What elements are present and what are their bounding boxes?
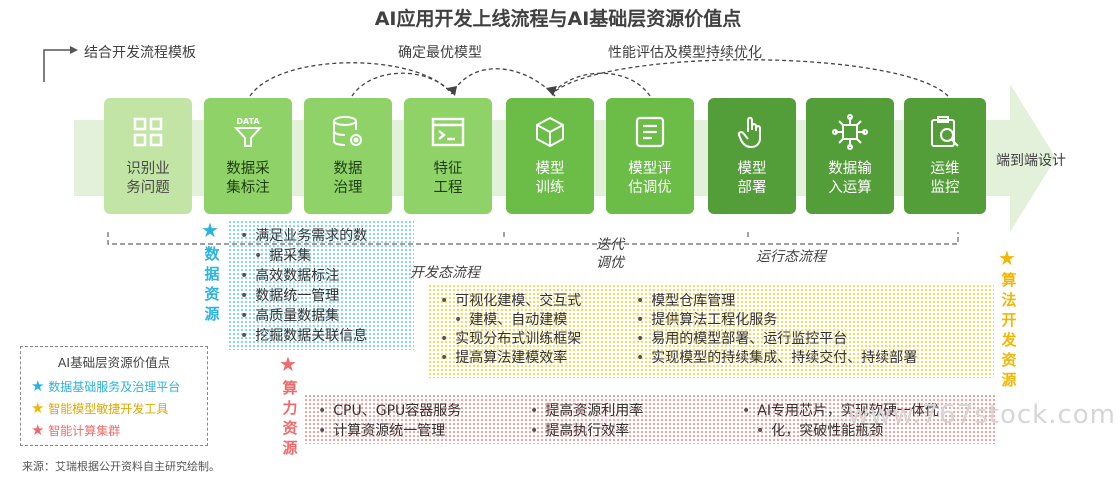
step-label: 特征 工程 — [433, 161, 463, 196]
end-arrow — [990, 84, 1056, 232]
list-item: 建模、自动建模 — [440, 311, 581, 330]
legend: AI基础层资源价值点 ★ 数据基础服务及治理平台 ★ 智能模型敏捷开发工具 ★ … — [20, 346, 208, 446]
hand-pointer-icon — [732, 112, 772, 152]
list-item: 实现分布式训练框架 — [440, 330, 581, 349]
svg-text:DATA: DATA — [236, 117, 260, 126]
list-item: 提高资源利用率 — [530, 401, 643, 421]
legend-item-data: ★ 数据基础服务及治理平台 — [31, 377, 180, 395]
list-item: 提高算法建模效率 — [440, 349, 581, 368]
template-label: 结合开发流程模板 — [84, 45, 196, 61]
step-label: 模型 训练 — [535, 161, 565, 196]
step-model-deploy: 模型 部署 — [708, 98, 796, 214]
step-label: 模型评 估调优 — [628, 161, 672, 196]
list-item: 提供算法工程化服务 — [636, 311, 917, 330]
iterate-phase-label: 迭代 调优 — [596, 237, 624, 271]
perf-label: 性能评估及模型持续优化 — [608, 45, 762, 61]
perf-arrowhead — [546, 86, 557, 96]
list-item: 高质量数据集 — [240, 306, 367, 326]
step-data-collection: DATA 数据采 集标注 — [204, 98, 292, 214]
grid-icon — [128, 112, 168, 152]
step-model-training: 模型 训练 — [506, 98, 594, 214]
best-model-arc-2 — [351, 72, 453, 97]
terminal-window-icon — [428, 112, 468, 152]
cube-icon — [530, 112, 570, 152]
perf-arc-2 — [551, 72, 651, 97]
list-item: 挖掘数据关联信息 — [240, 326, 367, 346]
data-resources-label: 数 据 资 源 — [204, 245, 220, 323]
watermark: www.767stock.com — [847, 400, 1116, 430]
dev-phase-label: 开发态流程 — [410, 265, 480, 281]
legend-title: AI基础层资源价值点 — [57, 355, 171, 370]
database-gear-icon — [328, 112, 368, 152]
star-yellow-icon: ★ — [31, 399, 45, 417]
list-item: 高效数据标注 — [240, 266, 367, 286]
phase-bracket-main — [107, 232, 959, 245]
step-ops-monitor: 运维 监控 — [904, 98, 986, 214]
list-item: 易用的模型部署、运行监控平台 — [636, 330, 917, 349]
list-item: 数据统一管理 — [240, 286, 367, 306]
top-connectors — [43, 46, 949, 97]
list-item: 提高执行效率 — [530, 421, 643, 441]
legend-item-label: 数据基础服务及治理平台 — [48, 380, 181, 394]
list-item-continued: 化，突破性能瓶颈 — [771, 423, 884, 439]
algo-resources-left-list: 可视化建模、交互式 建模、自动建模 实现分布式训练框架 提高算法建模效率 — [440, 292, 581, 368]
star-red-icon: ★ — [31, 421, 45, 439]
template-arrow-head — [70, 46, 78, 54]
list-item-continued: 建模、自动建模 — [469, 312, 568, 328]
list-item: CPU、GPU容器服务 — [318, 401, 461, 421]
step-identify-problem: 识别业 务问题 — [104, 98, 192, 214]
step-label: 数据 治理 — [333, 161, 363, 196]
best-model-arc-3 — [451, 68, 556, 97]
legend-item-label: 智能计算集群 — [48, 424, 121, 438]
list-item: 实现模型的持续集成、持续交付、持续部署 — [636, 349, 917, 368]
star-yellow-icon: ★ — [998, 246, 1016, 270]
step-data-input: 数据输 入运算 — [806, 98, 894, 214]
step-data-governance: 数据 治理 — [304, 98, 392, 214]
algo-resources-right-list: 模型仓库管理 提供算法工程化服务 易用的模型部署、运行监控平台 实现模型的持续集… — [636, 292, 917, 368]
clipboard-search-icon — [925, 112, 965, 152]
compute-col3-list: AI专用芯片，实现软硬一体优 化，突破性能瓶颈 — [742, 401, 939, 441]
legend-item-algo: ★ 智能模型敏捷开发工具 — [31, 399, 168, 417]
list-item: 据采集 — [240, 246, 367, 266]
page-title: AI应用开发上线流程与AI基础层资源价值点 — [374, 8, 742, 30]
list-item: AI专用芯片，实现软硬一体优 — [742, 401, 939, 421]
star-blue-icon: ★ — [201, 218, 219, 242]
step-label: 识别业 务问题 — [126, 161, 170, 196]
best-model-label: 确定最优模型 — [398, 45, 482, 61]
phase-brackets — [107, 232, 959, 245]
compute-col2-list: 提高资源利用率 提高执行效率 — [530, 401, 643, 441]
list-item: 满足业务需求的数 — [240, 226, 367, 246]
legend-item-label: 智能模型敏捷开发工具 — [48, 402, 169, 416]
compute-col1-list: CPU、GPU容器服务 计算资源统一管理 — [318, 401, 461, 441]
list-item: 可视化建模、交互式 — [440, 292, 581, 311]
star-blue-icon: ★ — [31, 377, 45, 395]
data-funnel-icon: DATA — [228, 112, 268, 152]
list-item: 模型仓库管理 — [636, 292, 917, 311]
source-note: 来源：艾瑞根据公开资料自主研究绘制。 — [22, 460, 220, 473]
best-model-arc-1 — [249, 62, 453, 97]
perf-arc-1 — [551, 59, 949, 97]
star-red-icon: ★ — [279, 352, 297, 376]
compute-resources-label: 算 力 资 源 — [282, 379, 298, 457]
template-arrow-line — [43, 49, 70, 82]
list-item: 化，突破性能瓶颈 — [742, 421, 939, 441]
step-label: 运维 监控 — [930, 161, 960, 196]
chip-icon — [830, 112, 870, 152]
step-label: 数据采 集标注 — [226, 161, 270, 196]
step-label: 模型 部署 — [737, 161, 767, 196]
end-to-end-label: 端到端设计 — [996, 153, 1066, 169]
best-model-arrowhead — [447, 86, 457, 96]
run-phase-label: 运行态流程 — [756, 249, 826, 265]
step-label: 数据输 入运算 — [828, 161, 872, 196]
checklist-icon — [630, 112, 670, 152]
step-feature-engineering: 特征 工程 — [404, 98, 492, 214]
legend-item-compute: ★ 智能计算集群 — [31, 421, 120, 439]
list-item-continued: 据采集 — [269, 248, 312, 264]
data-resources-list: 满足业务需求的数 据采集 高效数据标注 数据统一管理 高质量数据集 挖掘数据关联… — [240, 226, 367, 346]
step-model-eval: 模型评 估调优 — [606, 98, 694, 214]
list-item: 计算资源统一管理 — [318, 421, 461, 441]
algo-resources-label: 算 法 开 发 资 源 — [1001, 271, 1017, 389]
